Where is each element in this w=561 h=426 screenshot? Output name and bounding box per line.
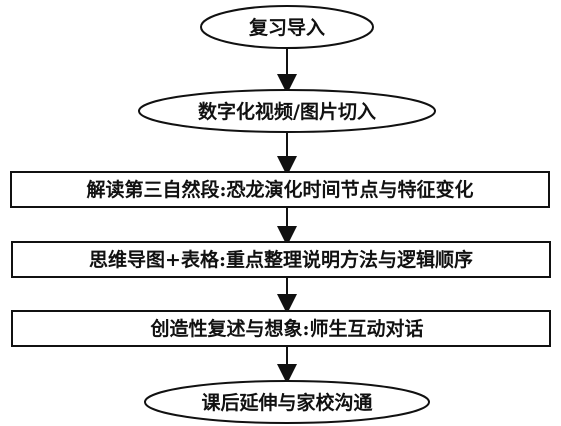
flow-step-2: 数字化视频/图片切入	[138, 89, 436, 133]
flow-step-4-label: 思维导图+表格:重点整理说明方法与逻辑顺序	[89, 248, 473, 271]
flow-step-3: 解读第三自然段:恐龙演化时间节点与特征变化	[10, 171, 550, 208]
flow-step-6-label: 课后延伸与家校沟通	[201, 391, 373, 414]
flow-step-2-label: 数字化视频/图片切入	[198, 100, 376, 123]
flow-step-5-label: 创造性复述与想象:师生互动对话	[149, 317, 423, 340]
flow-step-1: 复习导入	[200, 5, 374, 49]
flow-step-1-label: 复习导入	[248, 16, 325, 39]
flow-step-5: 创造性复述与想象:师生互动对话	[11, 310, 551, 347]
flow-step-6: 课后延伸与家校沟通	[144, 380, 430, 424]
flow-step-4: 思维导图+表格:重点整理说明方法与逻辑顺序	[11, 241, 551, 278]
flow-step-3-label: 解读第三自然段:恐龙演化时间节点与特征变化	[86, 178, 473, 201]
